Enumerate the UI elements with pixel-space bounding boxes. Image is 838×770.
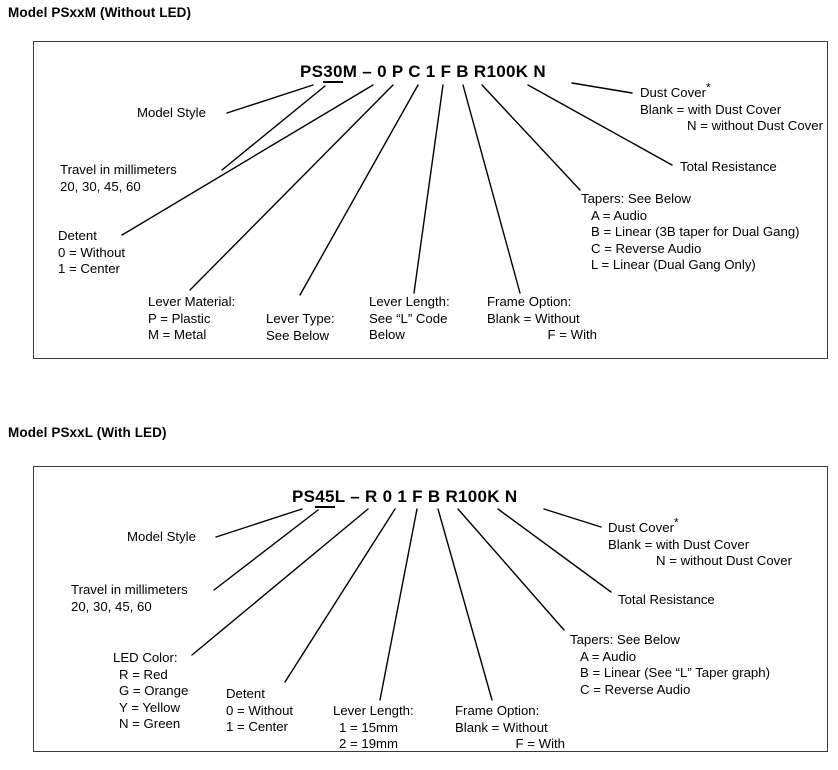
- d1-label-detent: Detent 0 = Without 1 = Center: [58, 228, 125, 278]
- d2-dust-asterisk: *: [673, 515, 679, 530]
- d2-led-line3: G = Orange: [119, 683, 189, 699]
- d2-lever-length-line1: Lever Length:: [333, 703, 414, 718]
- pn1-fields: – 0 P C 1 F B R100K N: [357, 62, 546, 81]
- d1-tapers-line5: L = Linear (Dual Gang Only): [591, 257, 756, 273]
- d1-lever-length-line3: Below: [369, 327, 405, 343]
- d2-lever-length-line2: 1 = 15mm: [339, 719, 399, 735]
- d2-dust-line3: N = without Dust Cover: [656, 553, 792, 569]
- pn2-series: L: [334, 487, 346, 506]
- d1-frame-line3: F = With: [547, 327, 597, 343]
- d1-dust-line2: Blank = with Dust Cover: [640, 101, 782, 117]
- d1-travel-line2: 20, 30, 45, 60: [60, 178, 141, 194]
- d2-label-dust-cover: Dust Cover* Blank = with Dust Cover N = …: [608, 517, 792, 570]
- d1-dust-title: Dust Cover: [640, 85, 706, 100]
- d2-tapers-line4: C = Reverse Audio: [580, 681, 691, 697]
- d1-dust-line1: Dust Cover*: [640, 82, 823, 102]
- d2-label-total-resistance: Total Resistance: [618, 592, 715, 609]
- d1-label-lever-type: Lever Type: See Below: [266, 311, 335, 344]
- d1-label-travel: Travel in millimeters 20, 30, 45, 60: [60, 162, 177, 195]
- d2-led-line1: LED Color:: [113, 650, 178, 665]
- d2-tapers-line2: A = Audio: [580, 648, 637, 664]
- d1-dust-line3: N = without Dust Cover: [687, 118, 823, 134]
- d2-tapers-line1: Tapers: See Below: [570, 632, 680, 647]
- pn2-travel-digits: 45: [315, 487, 335, 508]
- d2-model-style-line1: Model Style: [127, 529, 196, 544]
- d2-dust-title: Dust Cover: [608, 520, 674, 535]
- d2-frame-line2: Blank = Without: [455, 719, 548, 735]
- d1-label-dust-cover: Dust Cover* Blank = with Dust Cover N = …: [640, 82, 823, 135]
- diagram-2-part-number: PS45L – R 0 1 F B R100K N: [292, 487, 518, 508]
- d2-frame-line3: F = With: [515, 736, 565, 752]
- d2-detent-line2: 0 = Without: [226, 702, 294, 718]
- d2-led-line2: R = Red: [119, 666, 168, 682]
- d1-tapers-line3: B = Linear (3B taper for Dual Gang): [591, 224, 800, 240]
- d1-detent-line3: 1 = Center: [58, 261, 120, 277]
- d2-label-led-color: LED Color: R = Red G = Orange Y = Yellow…: [113, 650, 188, 733]
- d1-lever-length-line1: Lever Length:: [369, 294, 450, 309]
- d1-label-lever-material: Lever Material: P = Plastic M = Metal: [148, 294, 235, 344]
- d1-label-model-style: Model Style: [137, 105, 206, 122]
- diagram-2-title: Model PSxxL (With LED): [8, 425, 167, 440]
- pn2-fields: – R 0 1 F B R100K N: [345, 487, 518, 506]
- d2-label-detent: Detent 0 = Without 1 = Center: [226, 686, 293, 736]
- d1-lever-type-line2: See Below: [266, 327, 330, 343]
- d1-label-frame-option: Frame Option: Blank = Without F = With: [487, 294, 597, 344]
- pn2-prefix: PS: [292, 487, 316, 506]
- d2-dust-line2: Blank = with Dust Cover: [608, 536, 750, 552]
- d2-detent-line3: 1 = Center: [226, 719, 288, 735]
- d1-label-total-resistance: Total Resistance: [680, 159, 777, 176]
- d2-lever-length-line3: 2 = 19mm: [339, 736, 399, 752]
- d2-total-resistance-line1: Total Resistance: [618, 592, 715, 607]
- d2-label-lever-length: Lever Length: 1 = 15mm 2 = 19mm: [333, 703, 414, 753]
- d1-lever-type-line1: Lever Type:: [266, 311, 335, 326]
- pn1-series: M: [342, 62, 358, 81]
- d2-detent-line1: Detent: [226, 686, 265, 701]
- d1-travel-line1: Travel in millimeters: [60, 162, 177, 177]
- d1-lever-material-line1: Lever Material:: [148, 294, 236, 309]
- diagram-2-panel: [33, 466, 828, 752]
- d1-frame-line1: Frame Option:: [487, 294, 572, 309]
- pn1-prefix: PS: [300, 62, 324, 81]
- d1-lever-material-line2: P = Plastic: [148, 310, 211, 326]
- d1-model-style-line1: Model Style: [137, 105, 206, 120]
- d1-lever-length-line2: See “L” Code: [369, 310, 448, 326]
- d2-travel-line2: 20, 30, 45, 60: [71, 598, 152, 614]
- pn1-travel-digits: 30: [323, 62, 343, 83]
- diagram-1-part-number: PS30M – 0 P C 1 F B R100K N: [300, 62, 546, 83]
- d2-dust-line1: Dust Cover*: [608, 517, 792, 537]
- d2-led-line4: Y = Yellow: [119, 699, 180, 715]
- d1-label-lever-length: Lever Length: See “L” Code Below: [369, 294, 450, 344]
- d1-lever-material-line3: M = Metal: [148, 327, 207, 343]
- d2-label-model-style: Model Style: [127, 529, 196, 546]
- d1-total-resistance-line1: Total Resistance: [680, 159, 777, 174]
- d2-frame-line1: Frame Option:: [455, 703, 540, 718]
- d1-dust-asterisk: *: [705, 80, 711, 95]
- d2-travel-line1: Travel in millimeters: [71, 582, 188, 597]
- d2-led-line5: N = Green: [119, 716, 181, 732]
- d2-tapers-line3: B = Linear (See “L” Taper graph): [580, 665, 770, 681]
- d1-tapers-line1: Tapers: See Below: [581, 191, 691, 206]
- d1-detent-line1: Detent: [58, 228, 97, 243]
- d2-label-travel: Travel in millimeters 20, 30, 45, 60: [71, 582, 188, 615]
- d1-tapers-line2: A = Audio: [591, 207, 648, 223]
- d1-detent-line2: 0 = Without: [58, 244, 126, 260]
- d1-label-tapers: Tapers: See Below A = Audio B = Linear (…: [581, 191, 800, 274]
- d1-frame-line2: Blank = Without: [487, 310, 580, 326]
- d2-label-frame-option: Frame Option: Blank = Without F = With: [455, 703, 565, 753]
- d1-tapers-line4: C = Reverse Audio: [591, 240, 702, 256]
- diagram-1-title: Model PSxxM (Without LED): [8, 5, 192, 20]
- d2-label-tapers: Tapers: See Below A = Audio B = Linear (…: [570, 632, 770, 698]
